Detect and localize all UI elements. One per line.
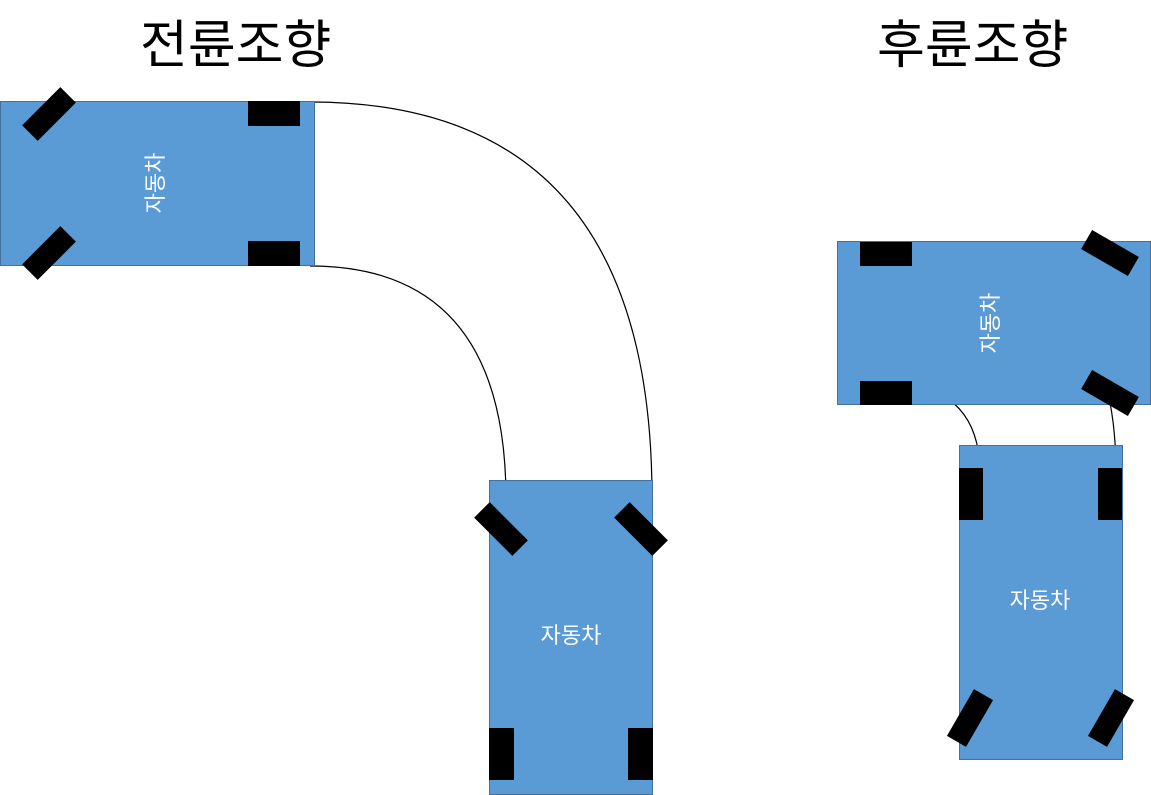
front-outer-path — [309, 101, 653, 494]
front-inner-path — [309, 265, 507, 498]
front-car-end-wheel-rear-left — [489, 728, 514, 780]
front-steering-title: 전륜조향 — [140, 16, 332, 76]
rear-car-start-label: 자동차 — [979, 292, 1004, 354]
rear-car-end-label: 자동차 — [1009, 589, 1071, 614]
front-car-start-label: 자동차 — [144, 152, 169, 214]
front-car-start-wheel-rear-left — [248, 101, 300, 126]
front-car-start-wheel-rear-right — [248, 241, 300, 266]
rear-car-end-wheel-front-right — [1098, 468, 1122, 520]
front-car-end-label: 자동차 — [540, 624, 602, 649]
front-car-end-wheel-rear-right — [628, 728, 653, 780]
rear-steering-title: 후륜조향 — [877, 16, 1069, 76]
rear-car-start-wheel-left-top — [860, 242, 912, 266]
rear-car-start-wheel-left-bottom — [860, 381, 912, 405]
rear-car-end-wheel-front-left — [959, 468, 983, 520]
